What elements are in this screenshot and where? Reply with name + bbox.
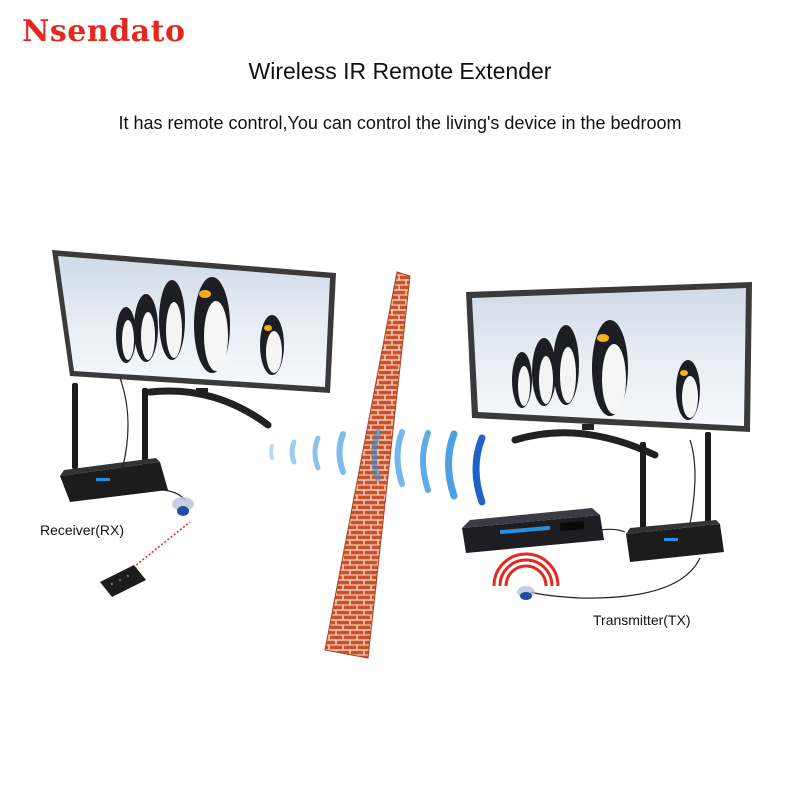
penguins-right	[512, 320, 700, 420]
left-tv	[52, 250, 336, 429]
brick-wall	[324, 271, 411, 659]
receiver-label: Receiver(RX)	[40, 522, 125, 538]
remote-control	[100, 521, 191, 597]
ir-receiver	[492, 552, 560, 600]
page-title: Wireless IR Remote Extender	[248, 58, 552, 84]
page-subtitle: It has remote control,You can control th…	[118, 113, 682, 133]
penguins-left	[116, 277, 284, 375]
transmitter-label: Transmitter(TX)	[593, 612, 691, 628]
receiver-router	[60, 377, 194, 516]
dvd-player	[462, 508, 626, 553]
right-tv	[466, 282, 752, 459]
wireless-waves	[269, 429, 486, 506]
brand-logo: Nsendato	[22, 14, 186, 49]
transmitter-router	[529, 432, 724, 599]
